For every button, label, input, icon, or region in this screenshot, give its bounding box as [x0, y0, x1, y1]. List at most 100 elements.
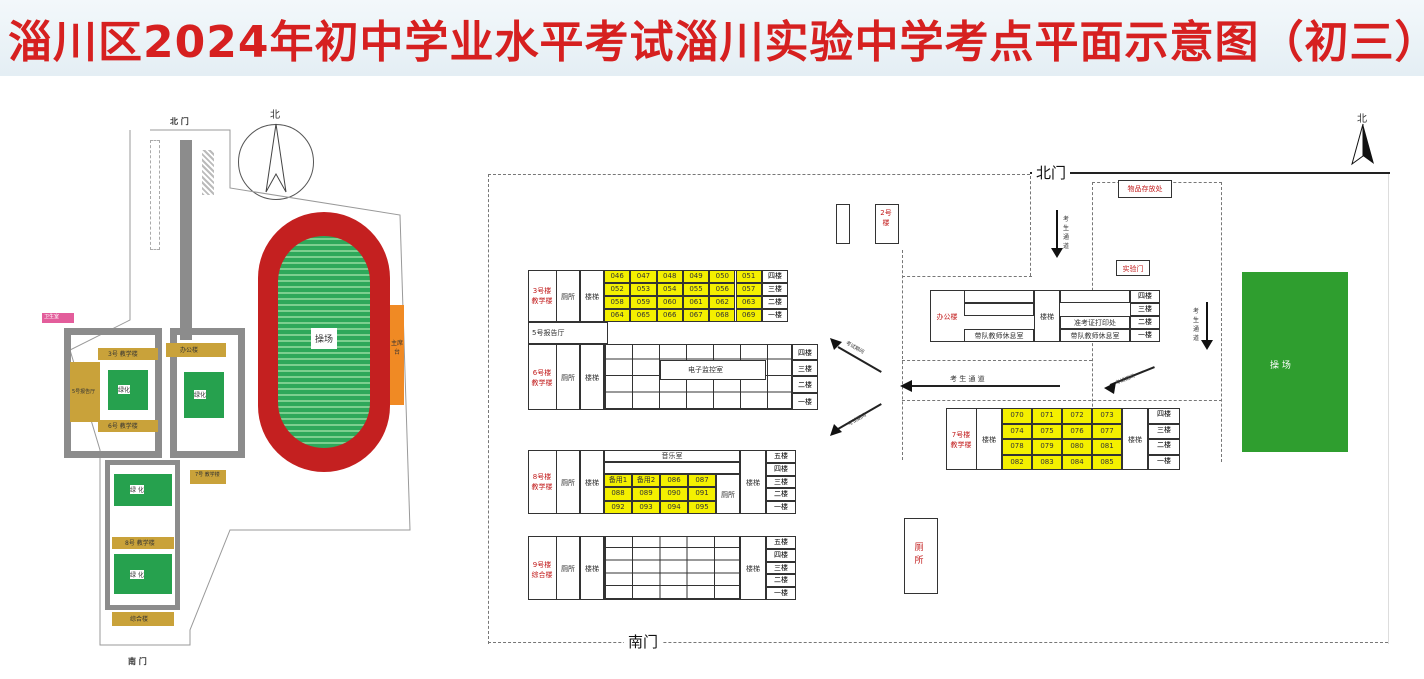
b8-toilet: 厕所 — [556, 450, 580, 514]
arrow-west-main — [910, 385, 1060, 387]
stage-label: 主席台 — [391, 340, 404, 356]
path-cross-mid — [902, 360, 1092, 361]
b8-name: 8号楼 教学楼 — [531, 473, 553, 491]
b8-floor-4: 四楼 — [766, 462, 796, 476]
b3-room-055: 055 — [682, 283, 710, 296]
pink-block-label: 卫生室 — [44, 314, 60, 320]
left-b5 — [70, 362, 100, 422]
parking-strip — [150, 140, 160, 250]
right-north-gate: 北门 — [1032, 162, 1071, 183]
b8-floor-3: 三楼 — [766, 475, 796, 489]
exam-path-label: 考 生 通 道 — [950, 375, 985, 383]
path-cross-upper — [902, 276, 1032, 277]
b3-toilet: 厕所 — [556, 270, 580, 322]
right-campus-plan: 北 北门 南门 物品存放处 实验门 2号楼 操 场 厕所 考生通道 考生通道 考… — [470, 100, 1424, 679]
lab-gate-label: 实验门 — [1122, 265, 1144, 273]
office-cell-1 — [964, 290, 1034, 303]
b8-room-093: 093 — [632, 500, 660, 514]
east-wall — [1388, 174, 1389, 644]
left-b8 — [112, 537, 174, 549]
b8-toilet2: 厕所 — [716, 474, 740, 514]
office-stair: 楼梯 — [1034, 290, 1060, 342]
arrow-left-icon — [900, 380, 912, 392]
compass-needle-icon — [265, 123, 287, 193]
b8-room-087: 087 — [688, 474, 716, 488]
page-title: 淄川区2024年初中学业水平考试淄川实验中学考点平面示意图（初三） — [8, 17, 1424, 68]
b8-room-094: 094 — [660, 500, 688, 514]
b3-room-046: 046 — [604, 270, 631, 283]
exam-path-v2: 考生通道 — [1192, 308, 1199, 342]
b3-floor-2: 二楼 — [762, 296, 788, 309]
b9-rooms-grid — [604, 536, 740, 600]
left-playground-label: 操场 — [311, 328, 337, 349]
left-campus-plan: 北 北 门 南 门 操场 主席台 卫生室 3号 教学楼 5号报告厅 绿化 6号 … — [30, 100, 440, 679]
b8-top-room: 音乐室 — [604, 450, 740, 462]
left-north-gate: 北 门 — [170, 117, 189, 126]
office-name: 办公楼 — [936, 313, 958, 321]
b3-room-048: 048 — [656, 270, 683, 283]
b9-floor-1: 一楼 — [766, 587, 796, 600]
b6-monitor-label: 电子监控室 — [688, 366, 723, 374]
b3-room-067: 067 — [682, 309, 710, 322]
b3-floor-1: 一楼 — [762, 309, 788, 322]
office-room-wait2: 带队教师休息室 — [1060, 329, 1130, 342]
arrow-down-icon-2 — [1201, 340, 1213, 350]
b3-room-052: 052 — [604, 283, 631, 296]
b6-floor-1: 一楼 — [792, 393, 818, 410]
b3-room-069: 069 — [735, 309, 762, 322]
b5-label: 5号报告厅 — [532, 329, 565, 337]
loop-road-2 — [170, 328, 245, 458]
stage — [390, 305, 404, 405]
office-floor-1: 一楼 — [1130, 329, 1160, 342]
b7-stair: 楼梯 — [976, 408, 1002, 470]
b9-toilet: 厕所 — [556, 536, 580, 600]
lab-gate — [1116, 260, 1150, 276]
storage-label: 物品存放处 — [1127, 185, 1163, 193]
b8-room-086: 086 — [660, 474, 688, 488]
b7-room-079: 079 — [1032, 439, 1062, 455]
loop-road-1 — [64, 328, 162, 458]
compass-north-label: 北 — [270, 110, 280, 121]
left-b9 — [112, 612, 174, 626]
b3-room-047: 047 — [630, 270, 657, 283]
left-b3 — [98, 348, 158, 360]
storage-room — [1118, 180, 1172, 198]
path-cross-lower — [902, 400, 1222, 401]
loop-road-3 — [105, 460, 180, 610]
arrow-sw-icon — [830, 424, 842, 436]
b7-room-077: 077 — [1092, 423, 1122, 439]
office-floor-2: 二楼 — [1130, 316, 1160, 329]
left-south-gate: 南 门 — [128, 657, 147, 666]
b7-room-075: 075 — [1032, 423, 1062, 439]
tree-strip — [202, 150, 214, 195]
building-2 — [875, 204, 899, 244]
left-b6-label: 6号 教学楼 — [108, 423, 138, 430]
b7-room-070: 070 — [1002, 408, 1032, 424]
b9-stair: 楼梯 — [580, 536, 604, 600]
left-b3-label: 3号 教学楼 — [108, 351, 138, 358]
b9-floor-5: 五楼 — [766, 536, 796, 549]
b8-stair2: 楼梯 — [740, 450, 766, 514]
left-green-4 — [112, 552, 174, 596]
b8-floor-2: 二楼 — [766, 488, 796, 502]
b8-floor-1: 一楼 — [766, 501, 796, 514]
north-wall-solid — [1030, 172, 1390, 174]
b8-room-090: 090 — [660, 487, 688, 501]
b9-name: 9号楼 综合楼 — [531, 561, 553, 579]
right-playground — [1242, 272, 1348, 452]
b8-room-备用2: 备用2 — [632, 474, 660, 488]
b7-floor-4: 四楼 — [1148, 408, 1180, 424]
b7-room-081: 081 — [1092, 439, 1122, 455]
left-green-2-label: 绿化 — [194, 390, 207, 399]
b7-name: 7号楼 教学楼 — [950, 431, 972, 449]
b6-monitor-box — [660, 360, 766, 380]
office-room-wait1: 带队教师休息室 — [964, 329, 1034, 342]
b3-name: 3号楼 教学楼 — [531, 287, 553, 305]
office-cell-2 — [964, 303, 1034, 316]
office-room-print: 准考证打印处 — [1060, 316, 1130, 329]
b7-room-076: 076 — [1062, 423, 1092, 439]
b3-room-068: 068 — [709, 309, 736, 322]
b7-room-084: 084 — [1062, 454, 1092, 470]
left-b6 — [98, 420, 158, 432]
b3-room-050: 050 — [709, 270, 736, 283]
